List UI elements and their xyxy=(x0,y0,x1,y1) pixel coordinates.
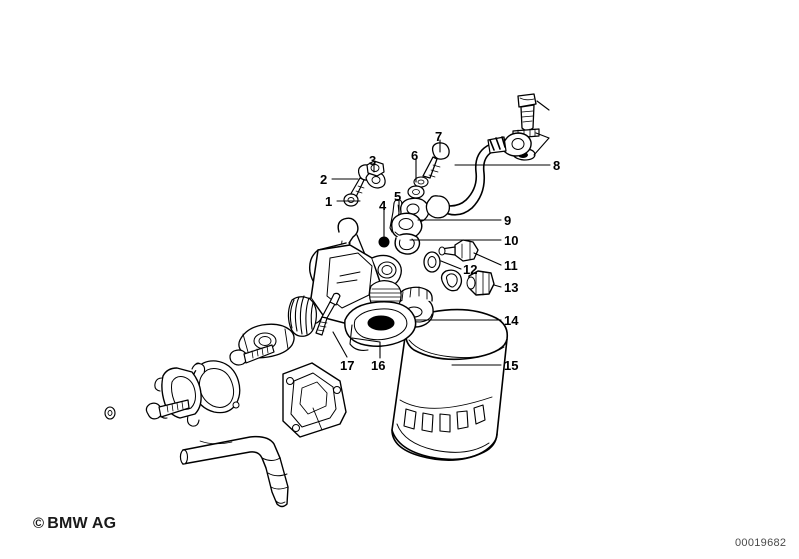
leader-13 xyxy=(493,284,502,288)
retaining-ring-10 xyxy=(394,233,421,255)
upper-fasteners xyxy=(343,160,390,248)
callout-label-2: 2 xyxy=(320,172,328,187)
callout-label-9: 9 xyxy=(504,213,512,228)
diagram-id-number: 00019682 xyxy=(735,537,787,549)
callout-label-17: 17 xyxy=(340,358,355,373)
leader-11 xyxy=(473,252,502,266)
pressure-switch-11 xyxy=(438,239,479,262)
seal-ring-13 xyxy=(440,269,463,292)
copyright-symbol: © xyxy=(33,515,45,532)
copyright-owner: BMW AG xyxy=(47,515,117,532)
callout-label-3: 3 xyxy=(369,153,377,168)
elbow-hose xyxy=(179,435,289,508)
long-stud xyxy=(315,292,341,336)
copyright-notice: ©BMW AG xyxy=(33,515,116,533)
callout-label-14: 14 xyxy=(504,313,519,328)
banjo-bolt-lower xyxy=(389,142,450,233)
bottom-bolt xyxy=(145,399,190,420)
callout-label-15: 15 xyxy=(504,358,519,373)
callout-label-6: 6 xyxy=(411,148,419,163)
leader-6-top-a xyxy=(535,132,550,139)
callout-label-12: 12 xyxy=(463,262,478,277)
oil-hose xyxy=(425,132,532,219)
callout-label-4: 4 xyxy=(379,198,387,213)
callout-label-16: 16 xyxy=(371,358,386,373)
callout-label-8: 8 xyxy=(553,158,561,173)
hex-plug-13 xyxy=(466,270,495,296)
callout-label-10: 10 xyxy=(504,233,519,248)
callout-label-13: 13 xyxy=(504,280,519,295)
leader-17 xyxy=(332,331,348,358)
callout-label-7: 7 xyxy=(435,129,443,144)
leader-6-top-b xyxy=(533,137,550,156)
small-bolt xyxy=(229,344,275,366)
spring-bellows xyxy=(287,295,317,337)
leader-16 xyxy=(351,337,381,359)
washer-12 xyxy=(423,251,441,273)
callout-label-11: 11 xyxy=(504,258,518,273)
callout-label-5: 5 xyxy=(394,189,402,204)
mounting-bracket xyxy=(282,362,347,438)
banjo-block-9 xyxy=(391,212,423,240)
oil-filter-canister xyxy=(391,308,509,461)
callout-label-1: 1 xyxy=(325,194,333,209)
washer xyxy=(104,406,116,420)
leader-12 xyxy=(440,260,462,270)
leader-7-top xyxy=(536,100,550,111)
banjo-bolt-upper xyxy=(517,93,537,132)
